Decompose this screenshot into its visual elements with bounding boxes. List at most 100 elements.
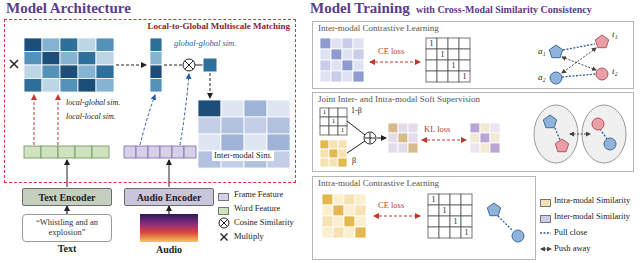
soft-target-matrix [388, 123, 398, 133]
local-local-matrix [24, 79, 42, 93]
matrix-label: Inter-modal Sim. [212, 151, 274, 161]
training-panel: Inter-modal Contrastive Learning [312, 21, 634, 89]
legend-text: Inter-modal Similarity [554, 212, 630, 222]
drawing-part [550, 72, 562, 84]
target-matrix [439, 205, 450, 216]
encoder-box: Audio Encoder [124, 188, 214, 206]
target-matrix [320, 117, 329, 126]
local-local-matrix [96, 65, 114, 79]
similarity-matrix [342, 38, 353, 49]
intra-matrix [344, 194, 355, 205]
node-text: Audio [140, 244, 198, 255]
drawing-part [347, 121, 365, 135]
local-local-matrix [60, 65, 78, 79]
target-matrix [329, 126, 338, 135]
target-matrix [439, 227, 450, 238]
drawing-part [498, 216, 513, 231]
legend-text: Push away [554, 244, 591, 254]
node-text: Local-to-Global Multiscale Matching [148, 21, 290, 31]
training-panel: Intra-modal Contrastive Learning [312, 176, 536, 260]
similarity-matrix [480, 133, 490, 143]
intra-matrix [320, 158, 329, 167]
node-text: Text [23, 243, 111, 254]
local-global-vector [150, 52, 162, 66]
drawing-part [549, 45, 562, 58]
similarity-matrix [480, 143, 490, 153]
matrix-cell: 1 [320, 108, 329, 117]
legend-swatch [218, 193, 229, 201]
word-feature [41, 146, 58, 158]
drawing-part [562, 74, 596, 77]
local-local-matrix [42, 79, 60, 93]
target-matrix [320, 108, 329, 117]
target-matrix [329, 117, 338, 126]
section-subheading: with Cross-Modal Similarity Consistency [416, 4, 592, 16]
intra-matrix [329, 140, 338, 149]
section-heading: Model Training [310, 0, 410, 17]
inter-modal-matrix [267, 134, 290, 151]
inter-modal-matrix [198, 100, 221, 117]
architecture-arrows [10, 58, 217, 187]
matrix-cell: 1 [428, 194, 439, 205]
target-matrix [450, 194, 461, 205]
node-text: Text Encoder [38, 192, 95, 203]
drawing-part [543, 115, 556, 128]
soft-target-matrix [398, 133, 408, 143]
target-matrix [338, 126, 347, 135]
matrix-cell: 1 [448, 60, 459, 71]
inter-modal-matrix [244, 100, 267, 117]
matrix-cell: 1 [461, 227, 472, 238]
intra-matrix [355, 216, 366, 227]
drawing-part [58, 95, 59, 145]
drawing-part [562, 48, 596, 73]
soft-target-matrix [408, 143, 418, 153]
frame-feature [160, 146, 172, 158]
drawing-part [595, 35, 608, 48]
node-text: Intra-modal Contrastive Learning [318, 178, 439, 188]
target-matrix [459, 49, 470, 60]
soft-target-matrix [388, 133, 398, 143]
soft-target-matrix [398, 123, 408, 133]
target-matrix [426, 60, 437, 71]
target-matrix [459, 60, 470, 71]
matrix-cell: 1 [437, 49, 448, 60]
intra-matrix [320, 149, 329, 158]
local-local-matrix [24, 65, 42, 79]
intra-matrix [344, 216, 355, 227]
word-feature [58, 146, 75, 158]
spectrogram: Audio [140, 214, 198, 242]
sample-label: t₁ [612, 29, 618, 39]
loss-label: KL loss [424, 125, 450, 135]
drawing-part [562, 57, 596, 70]
local-local-matrix [78, 52, 96, 66]
target-matrix [437, 71, 448, 82]
intra-matrix [322, 216, 333, 227]
similarity-matrix [490, 123, 500, 133]
target-matrix [459, 71, 470, 82]
intra-matrix [333, 205, 344, 216]
intra-matrix [333, 194, 344, 205]
frame-feature [148, 146, 160, 158]
legend-samples [219, 218, 551, 249]
node-text: “Whistling and an explosion” [26, 218, 108, 238]
drawing-part [365, 133, 375, 143]
drawing-part [140, 95, 155, 145]
drawing-part [164, 65, 182, 66]
text-input-box: “Whistling and an explosion”Text [22, 214, 112, 242]
target-matrix [426, 71, 437, 82]
drawing-part [600, 129, 607, 139]
target-matrix [428, 194, 439, 205]
similarity-matrix [353, 38, 364, 49]
matrix-cell: 1 [329, 117, 338, 126]
node-text: Joint Inter- and Intra-modal Soft Superv… [318, 94, 480, 104]
loss-label: CE loss [378, 47, 404, 57]
similarity-matrix [331, 49, 342, 60]
node-text: Inter-modal Contrastive Learning [318, 23, 439, 33]
drawing-part [377, 138, 386, 139]
target-matrix [428, 216, 439, 227]
target-matrix [329, 108, 338, 117]
training-figures [347, 35, 626, 242]
drawing-part [221, 234, 228, 241]
soft-target-matrix [398, 143, 408, 153]
